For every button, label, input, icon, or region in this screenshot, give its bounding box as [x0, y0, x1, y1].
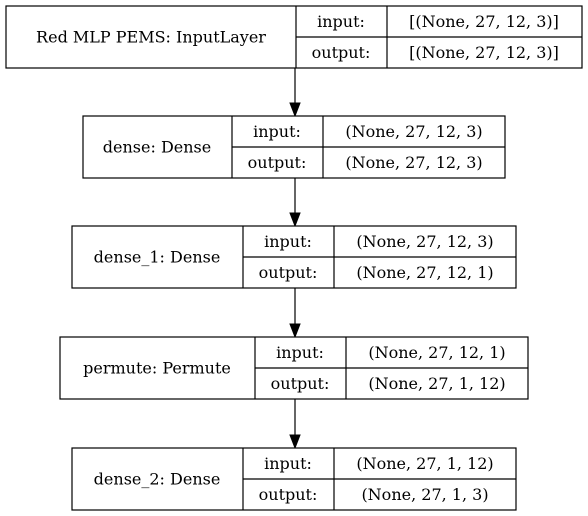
edge-2-3 — [289, 288, 301, 339]
output-shape: (None, 27, 12, 3) — [345, 153, 482, 172]
input-label: input: — [253, 122, 301, 141]
layer-name: dense: Dense — [103, 138, 211, 157]
layer-node-permute: permute: Permute input: output: (None, 2… — [59, 336, 529, 400]
layer-name: dense_2: Dense — [94, 470, 221, 489]
input-label: input: — [264, 454, 312, 473]
input-shape: (None, 27, 12, 3) — [356, 232, 493, 251]
output-shape: (None, 27, 1, 3) — [361, 485, 488, 504]
input-shape: (None, 27, 1, 12) — [356, 454, 493, 473]
input-shape: (None, 27, 12, 3) — [345, 122, 482, 141]
output-label: output: — [312, 43, 371, 62]
output-label: output: — [271, 374, 330, 393]
output-shape: [(None, 27, 12, 3)] — [409, 43, 559, 62]
output-label: output: — [259, 263, 318, 282]
output-shape: (None, 27, 12, 1) — [356, 263, 493, 282]
layer-node-dense: dense: Dense input: output: (None, 27, 1… — [82, 115, 506, 179]
output-shape: (None, 27, 1, 12) — [368, 374, 505, 393]
layer-node-dense-1: dense_1: Dense input: output: (None, 27,… — [71, 225, 517, 289]
layer-node-dense-2: dense_2: Dense input: output: (None, 27,… — [71, 447, 517, 511]
input-label: input: — [276, 343, 324, 362]
input-label: input: — [264, 232, 312, 251]
edge-3-4 — [289, 399, 301, 450]
input-shape: (None, 27, 12, 1) — [368, 343, 505, 362]
layer-node-input: Red MLP PEMS: InputLayer input: output: … — [5, 5, 583, 69]
output-label: output: — [248, 153, 307, 172]
layer-name: dense_1: Dense — [94, 248, 221, 267]
layer-name: permute: Permute — [83, 359, 231, 378]
input-label: input: — [317, 12, 365, 31]
input-shape: [(None, 27, 12, 3)] — [409, 12, 559, 31]
edge-0-1 — [289, 68, 301, 118]
edge-1-2 — [289, 178, 301, 228]
output-label: output: — [259, 485, 318, 504]
layer-name: Red MLP PEMS: InputLayer — [36, 28, 266, 47]
